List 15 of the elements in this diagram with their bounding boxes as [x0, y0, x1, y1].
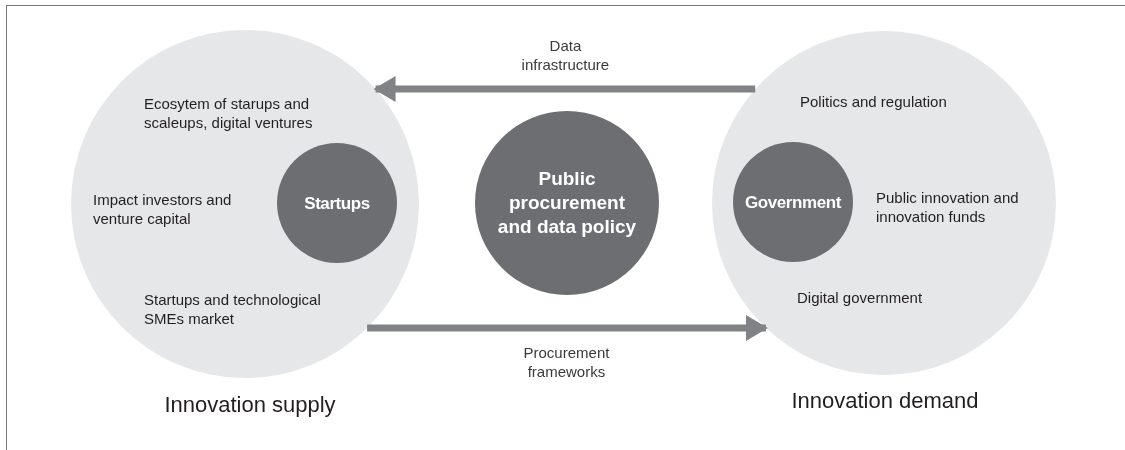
circle-text: Politics and regulation [800, 92, 948, 111]
circle-text: Public innovation and innovation funds [876, 188, 1020, 226]
circle-label: Government [744, 191, 843, 213]
circle-text: Ecosytem of starups and scaleups, digital ventures [144, 94, 314, 132]
group-heading: Innovation supply [163, 392, 337, 418]
edge-label: Data infrastructure [520, 36, 611, 74]
circle-label: Public procurement and data policy [496, 167, 638, 239]
edge-label: Procurement frameworks [522, 343, 611, 381]
circle-text: Digital government [797, 288, 924, 307]
circle-text: Impact investors and venture capital [93, 190, 233, 228]
arrow [373, 76, 756, 102]
arrow [367, 315, 768, 341]
group-heading: Innovation demand [790, 388, 980, 414]
circle-label: Startups [303, 192, 371, 214]
circle-text: Startups and technological SMEs market [144, 290, 322, 328]
